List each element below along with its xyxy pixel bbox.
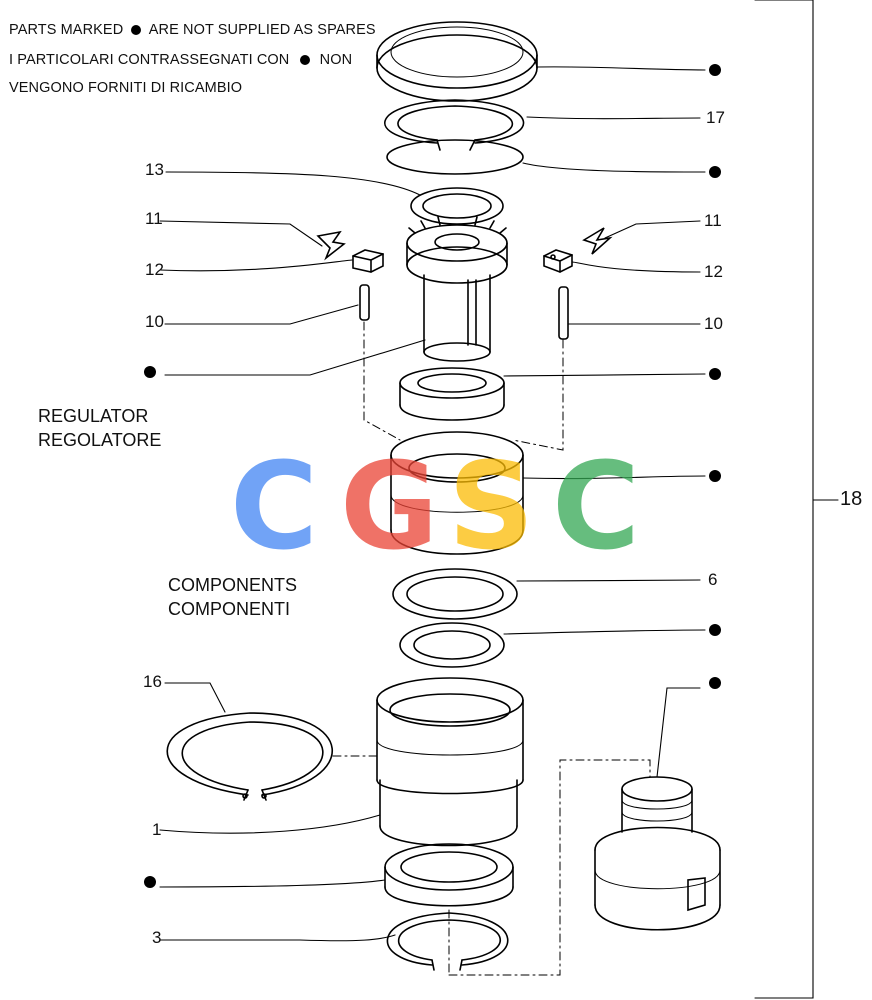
not-supplied-marker	[709, 677, 721, 689]
washer-13	[410, 187, 504, 225]
bullet-icon	[299, 55, 310, 66]
watermark-letter-s: S	[448, 438, 535, 577]
callout-10-left: 10	[145, 312, 164, 331]
note-line-2-pre: I PARTICOLARI CONTRASSEGNATI CON	[9, 52, 290, 68]
note-line-2-post: NON	[319, 52, 353, 68]
callout-18: 18	[840, 488, 863, 510]
callout-11-left: 11	[145, 209, 163, 228]
top-ring	[386, 139, 524, 175]
top-cover	[376, 21, 538, 102]
not-supplied-marker	[709, 166, 721, 178]
note-line-1-post: ARE NOT SUPPLIED AS SPARES	[148, 22, 376, 38]
circlip-16	[166, 712, 334, 801]
note-line-3: VENGONO FORNITI DI RICAMBIO	[9, 80, 243, 96]
note-line-1-pre: PARTS MARKED	[9, 22, 124, 38]
main-body-1	[376, 677, 524, 847]
bearing	[384, 843, 514, 907]
gear-shaft	[406, 216, 508, 362]
callout-3: 3	[152, 928, 162, 947]
note-line-1: PARTS MARKED ARE NOT SUPPLIED AS SPARES	[9, 22, 376, 38]
section-regulator-it: REGOLATORE	[38, 430, 162, 450]
block-12-right	[543, 249, 573, 273]
not-supplied-marker	[144, 876, 156, 888]
assembly-guides	[329, 321, 651, 976]
ring-lower	[399, 622, 505, 668]
not-supplied-marker	[709, 368, 721, 380]
pin-10-left	[359, 284, 370, 321]
block-12-left	[352, 249, 384, 273]
bushing	[399, 367, 505, 421]
callout-12-left: 12	[145, 260, 164, 279]
pin-10-right	[558, 286, 569, 340]
section-components-en: COMPONENTS	[168, 575, 298, 595]
section-components-it: COMPONENTI	[168, 599, 291, 619]
retaining-ring-3	[386, 912, 509, 971]
watermark-letter-c1: C	[230, 438, 319, 577]
callout-12-right: 12	[704, 262, 723, 281]
snap-ring-17	[384, 99, 525, 151]
callout-16: 16	[143, 672, 162, 691]
watermark-letter-c2: C	[552, 438, 641, 577]
not-supplied-marker	[144, 366, 156, 378]
callout-10-right: 10	[704, 314, 723, 333]
note-line-2: I PARTICOLARI CONTRASSEGNATI CON NON	[9, 52, 352, 68]
leader-lines	[159, 0, 839, 999]
spring-clip-11-left	[316, 230, 346, 261]
watermark-letter-g: G	[340, 438, 439, 577]
spring-clip-11-right	[582, 227, 613, 255]
not-supplied-marker	[709, 470, 721, 482]
callout-17: 17	[706, 108, 725, 127]
section-regulator-en: REGULATOR	[38, 406, 149, 426]
not-supplied-marker	[709, 624, 721, 636]
valve-nozzle	[594, 776, 721, 931]
washer-6	[392, 568, 518, 620]
callout-1: 1	[152, 820, 162, 839]
regulator-housing	[390, 431, 524, 555]
not-supplied-marker	[709, 64, 721, 76]
callout-13: 13	[145, 160, 164, 179]
callout-11-right: 11	[704, 211, 722, 230]
bullet-icon	[131, 25, 142, 36]
callout-6: 6	[708, 570, 718, 589]
